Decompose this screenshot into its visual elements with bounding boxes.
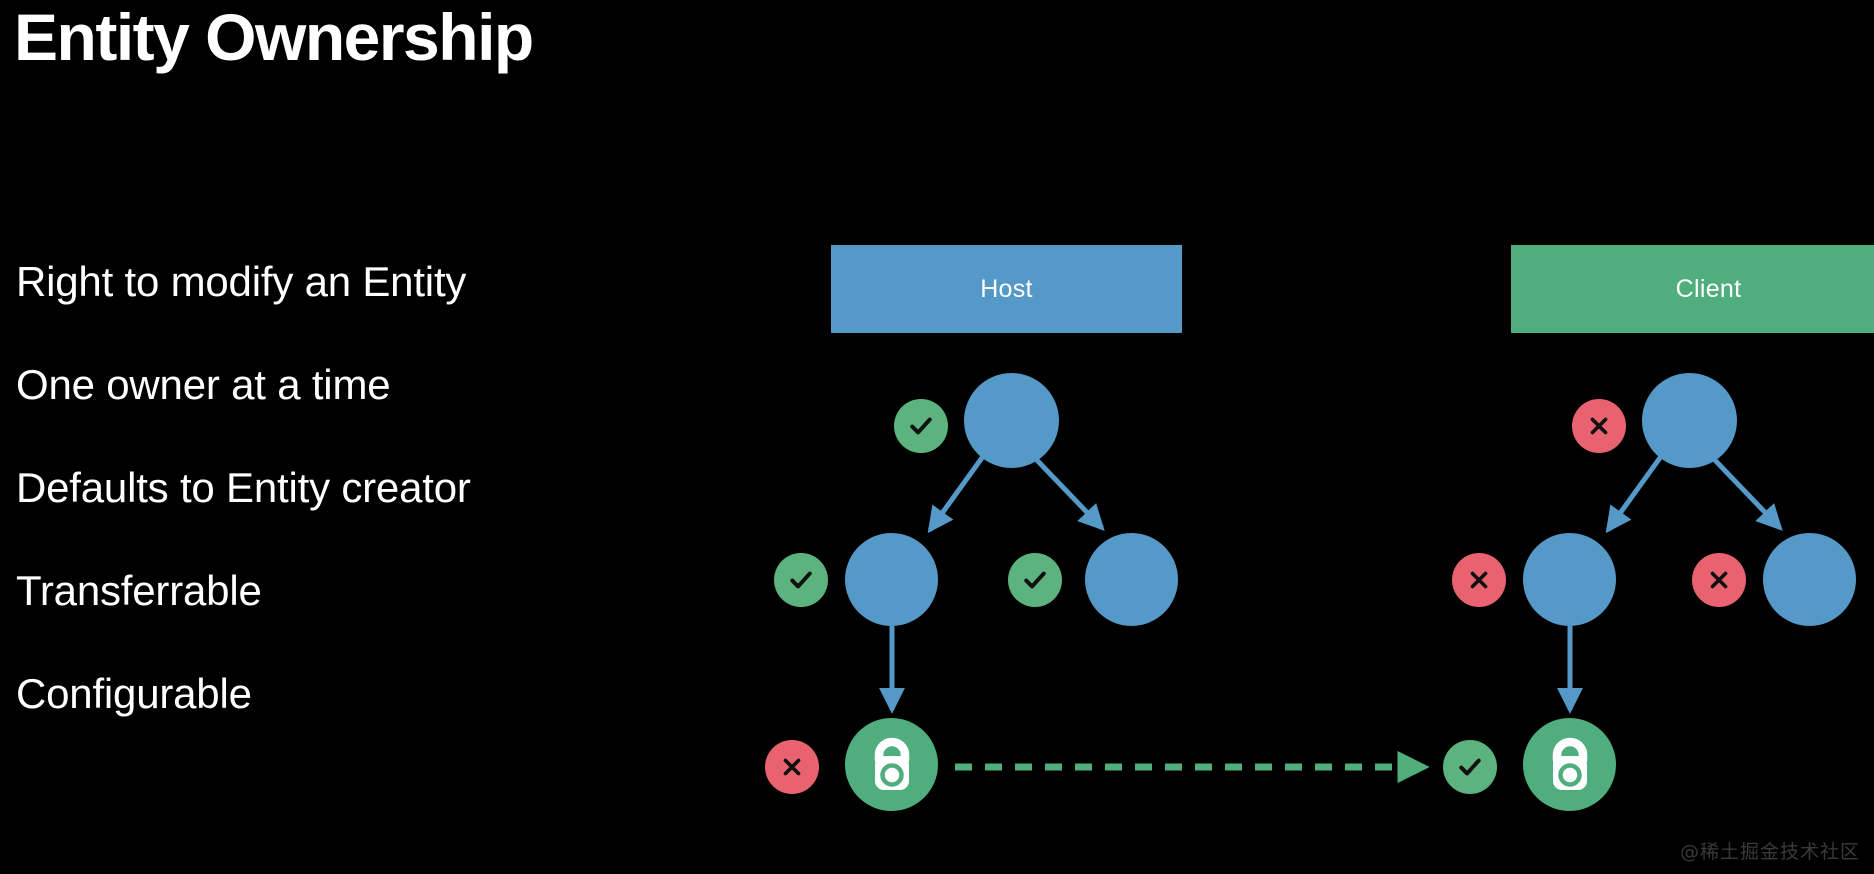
client-lock-check-badge [1443,740,1497,794]
check-icon [790,571,812,589]
list-item: Configurable [16,670,252,717]
client-root-node[interactable] [1642,373,1737,468]
cross-icon [783,758,801,776]
host-edge-root-left [927,453,987,534]
client-left-child-node[interactable] [1523,533,1616,626]
host-column-header: Host [831,245,1182,333]
client-left-child-cross-badge [1452,553,1506,607]
host-left-child-check-badge [774,553,828,607]
host-lock-cross-badge [765,740,819,794]
lock-icon [874,737,909,790]
check-icon [910,417,932,435]
host-lock-node[interactable] [845,718,938,811]
list-item: Defaults to Entity creator [16,464,471,511]
list-item: One owner at a time [16,361,391,408]
host-right-child-node[interactable] [1085,533,1178,626]
lock-icon [1552,737,1587,790]
client-lock-node[interactable] [1523,718,1616,811]
host-root-node[interactable] [964,373,1059,468]
host-right-child-check-badge [1008,553,1062,607]
client-root-cross-badge [1572,399,1626,453]
cross-icon [1470,571,1488,589]
list-item: Transferrable [16,567,262,614]
host-left-child-node[interactable] [845,533,938,626]
cross-icon [1590,417,1608,435]
client-right-child-node[interactable] [1763,533,1856,626]
host-column-label: Host [980,274,1033,303]
client-right-child-cross-badge [1692,553,1746,607]
client-edge-root-right [1708,453,1783,531]
client-edge-root-left [1605,453,1665,534]
check-icon [1459,758,1481,776]
watermark: @稀土掘金技术社区 [1679,841,1860,863]
host-edge-root-right [1030,453,1105,531]
check-icon [1024,571,1046,589]
page-title: Entity Ownership [14,0,534,74]
host-root-check-badge [894,399,948,453]
client-column-label: Client [1675,274,1742,303]
client-column-header: Client [1511,245,1874,333]
list-item: Right to modify an Entity [16,258,467,305]
cross-icon [1710,571,1728,589]
bullet-list: Right to modify an Entity One owner at a… [16,255,636,770]
